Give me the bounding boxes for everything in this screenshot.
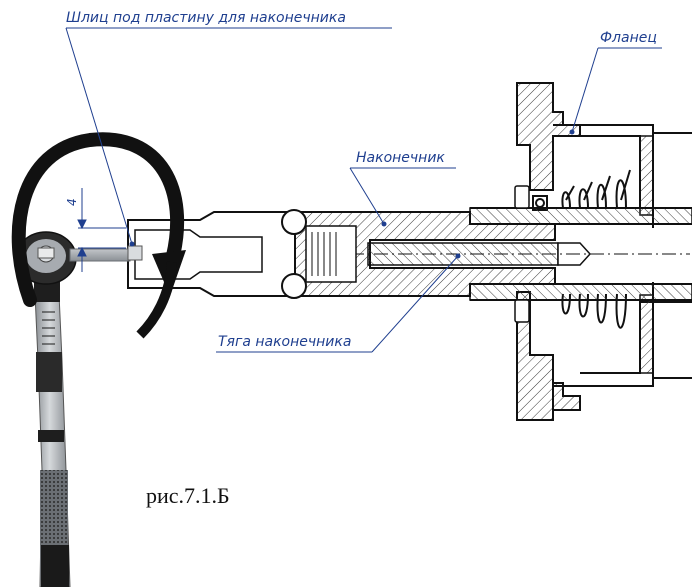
tip-plate — [69, 245, 143, 262]
seal-rings — [514, 185, 530, 323]
dimension-label: 4 — [65, 198, 79, 206]
callout-rod-label: Тяга наконечника — [218, 334, 351, 350]
callout-lines — [65, 27, 662, 353]
flange-housing — [516, 82, 692, 421]
callout-dots — [129, 129, 575, 259]
figure-caption: рис.7.1.Б — [146, 483, 230, 508]
torque-wrench-icon — [15, 231, 77, 587]
tip-rod — [350, 242, 690, 266]
ball-bearings — [281, 209, 307, 299]
rotation-arrow-icon — [11, 132, 186, 339]
callout-slot-label: Шлиц под пластину для наконечника — [66, 10, 346, 26]
callout-tip-label: Наконечник — [356, 150, 445, 166]
spring-upper — [561, 169, 631, 209]
dimension-4 — [77, 188, 126, 272]
threaded-nut — [305, 225, 357, 283]
callout-flange-label: Фланец — [600, 30, 657, 46]
